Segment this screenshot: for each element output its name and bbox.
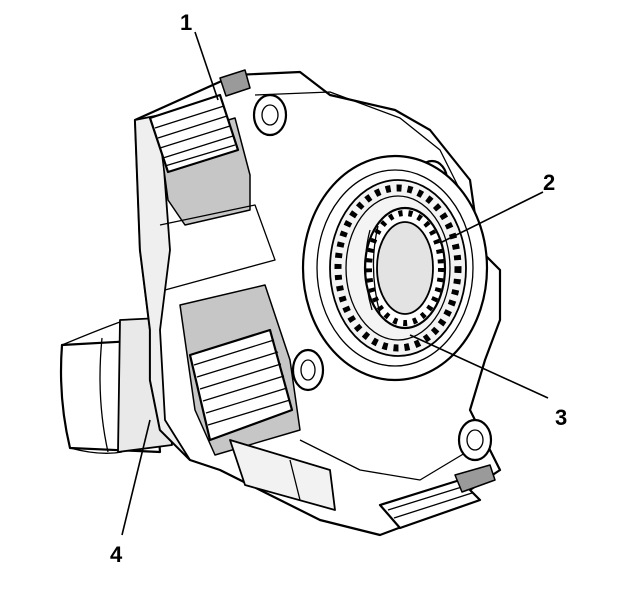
leader-line-1 [194, 31, 219, 101]
planet-gear-bottom [378, 464, 496, 530]
mounting-bolt [457, 418, 493, 462]
callout-3: 3 [555, 405, 567, 430]
ring-gear-teeth [334, 184, 462, 352]
planet-gear-lower [188, 328, 294, 442]
planet-gear-upper [148, 69, 251, 174]
leader-line-2 [439, 191, 544, 244]
callout-labels: 1 2 3 4 [110, 10, 567, 567]
sun-gear-assembly [301, 154, 489, 382]
mounting-bolt [252, 93, 288, 137]
splined-bore [363, 206, 447, 330]
mounting-bolt [291, 348, 325, 392]
leader-lines [121, 31, 549, 536]
leader-line-3 [409, 334, 549, 399]
callout-1: 1 [180, 10, 192, 35]
callout-4: 4 [110, 542, 123, 567]
leader-line-4 [121, 419, 151, 536]
callout-2: 2 [543, 170, 555, 195]
